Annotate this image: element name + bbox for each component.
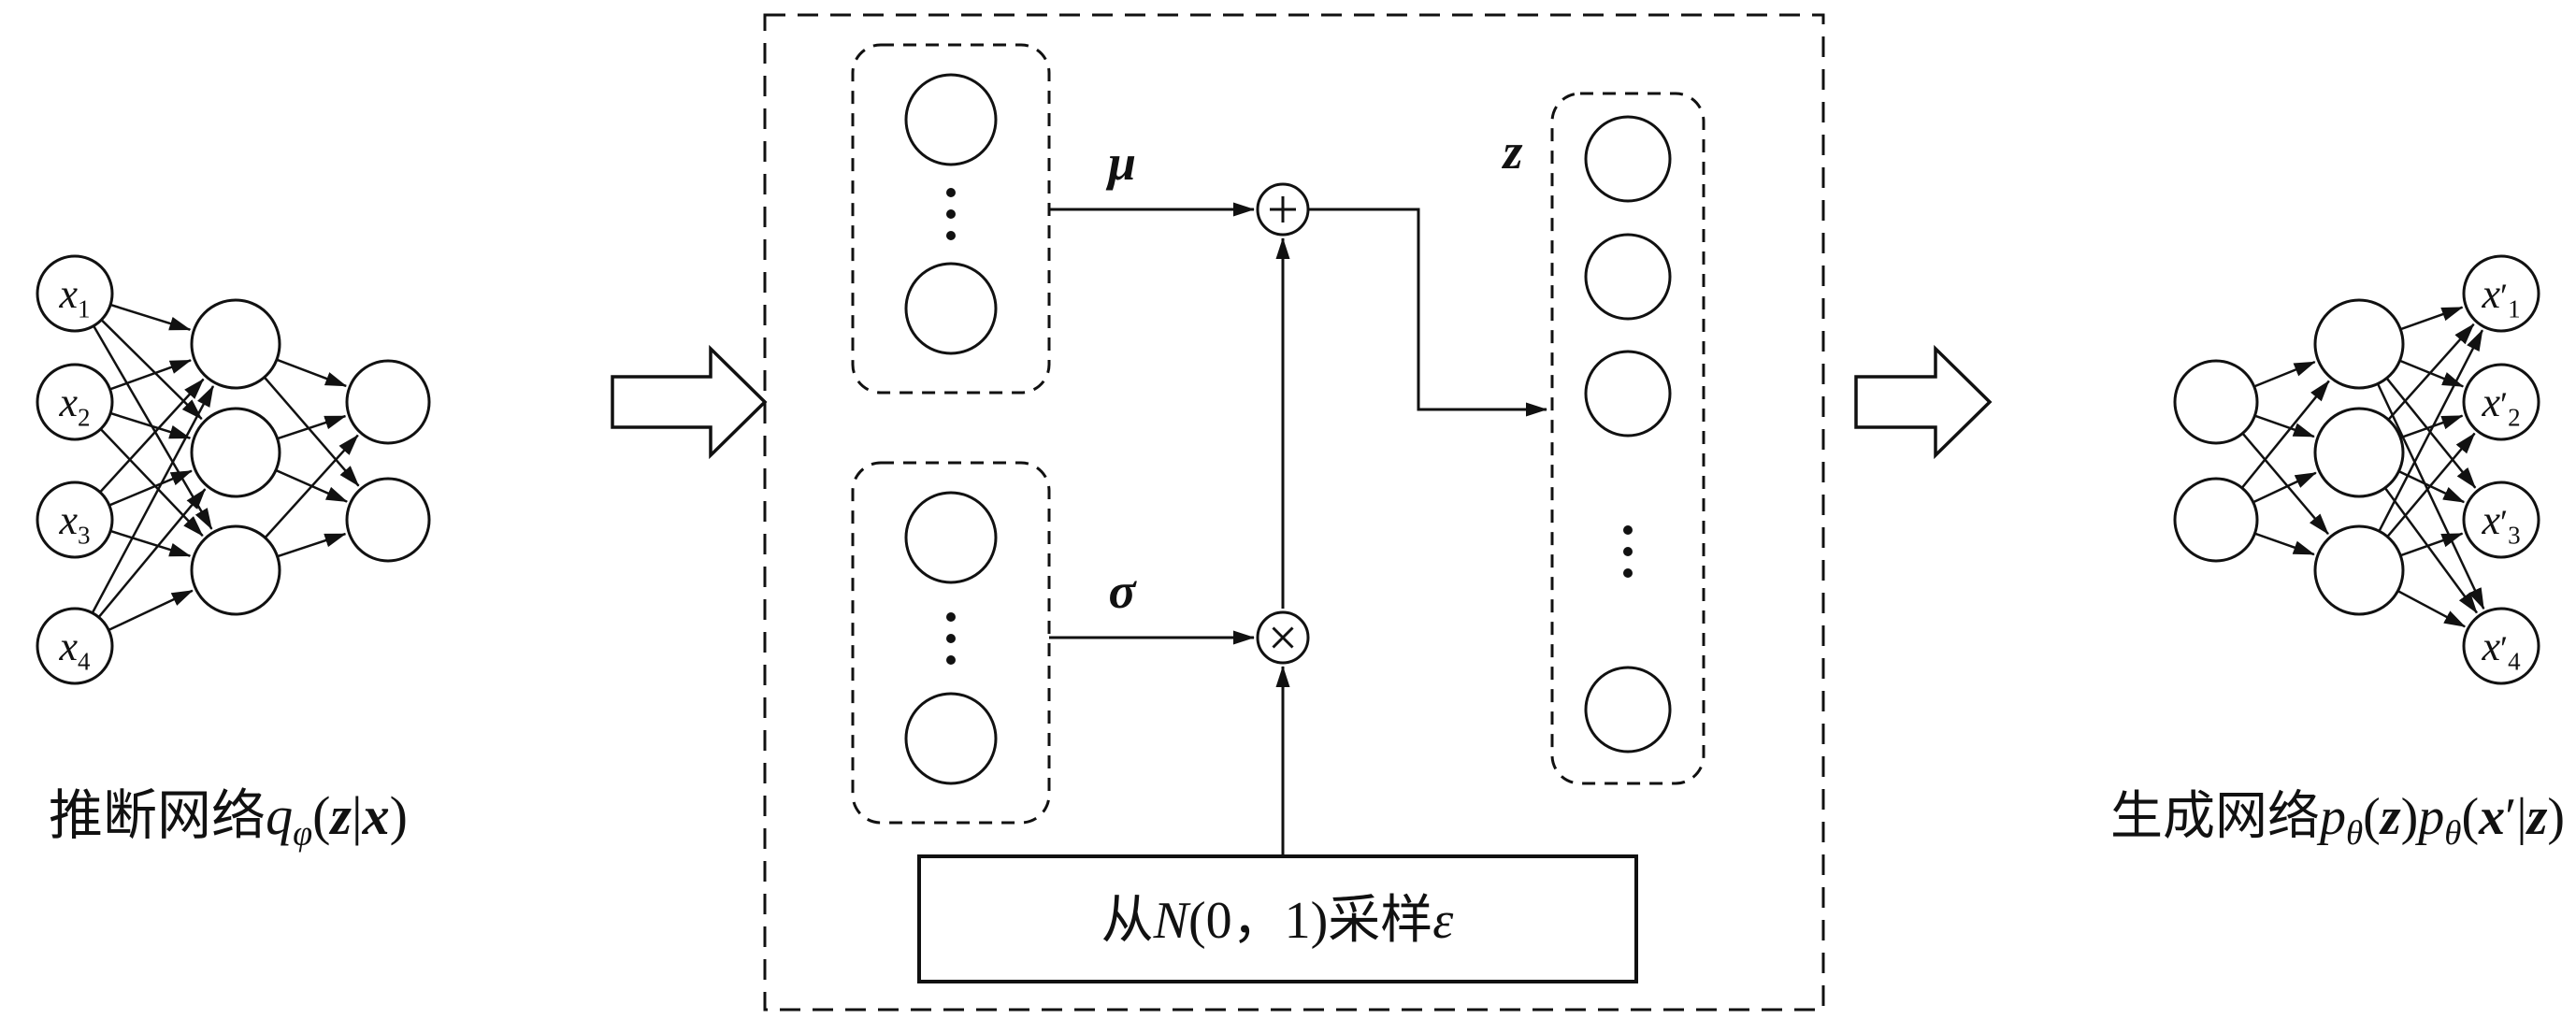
mu-node [904, 262, 998, 355]
flow-arrow-right-icon [1854, 344, 1993, 460]
generative-node [2462, 254, 2540, 333]
sigma-ellipsis-dot [946, 655, 956, 665]
inference-node [36, 607, 114, 685]
sigma-ellipsis-dot [946, 634, 956, 643]
z-ellipsis-dot [1623, 568, 1633, 578]
inference-node [190, 407, 281, 498]
generative-node-label: x′4 [2481, 624, 2521, 676]
inference-node [190, 298, 281, 390]
mu-node [904, 73, 998, 166]
inference-node [345, 359, 431, 445]
sigma-node [904, 491, 998, 584]
inference-node-label: x1 [58, 271, 90, 323]
z-label: z [1501, 123, 1522, 179]
inference-node-label: x4 [58, 624, 91, 676]
inference-node-label: x2 [58, 380, 90, 432]
generative-network-caption: 生成网络pθ(z)pθ(x′|z) [2110, 788, 2565, 853]
sigma-vector-group [851, 461, 1051, 825]
mu-label: μ [1105, 135, 1136, 191]
multiplier-node-glyph [1272, 626, 1294, 649]
inference-node [36, 254, 114, 333]
z-node [1584, 233, 1672, 321]
generative-node [2462, 363, 2540, 441]
generative-node [2173, 477, 2259, 563]
inference-node-label: x3 [58, 497, 90, 550]
inference-network-caption: 推断网络qφ(z|x) [49, 785, 408, 854]
generative-node-label: x′3 [2481, 497, 2520, 550]
generative-node [2173, 359, 2259, 445]
z-node [1584, 350, 1672, 438]
flow-arrow-left-icon [611, 344, 768, 460]
adder-to-z-arrow [1308, 208, 1547, 417]
mu-vector-group [851, 43, 1051, 395]
z-ellipsis-dot [1623, 547, 1633, 556]
generative-node-label: x′2 [2481, 380, 2520, 432]
inference-node [190, 524, 281, 616]
sample-box-label: 从N(0，1)采样ε [1101, 892, 1455, 950]
z-node [1584, 115, 1672, 203]
generative-node [2313, 524, 2405, 616]
inference-node [345, 477, 431, 563]
inference-node [36, 481, 114, 559]
generative-node [2462, 481, 2540, 559]
z-node [1584, 666, 1672, 753]
generative-node-label: x′1 [2481, 271, 2520, 323]
mu-ellipsis-dot [946, 188, 956, 197]
sigma-label: σ [1108, 563, 1137, 619]
sample-box [917, 854, 1638, 983]
inference-node [36, 363, 114, 441]
z-ellipsis-dot [1623, 525, 1633, 535]
generative-node [2313, 407, 2405, 498]
z-vector-group [1550, 92, 1705, 785]
generative-node [2313, 298, 2405, 390]
sigma-node [904, 692, 998, 785]
inference-edge [73, 385, 215, 647]
sigma-ellipsis-dot [946, 612, 956, 622]
mu-ellipsis-dot [946, 209, 956, 219]
mu-ellipsis-dot [946, 231, 956, 240]
reparameterization-box [763, 13, 1825, 1012]
generative-node [2462, 607, 2540, 685]
generative-edge [2357, 343, 2485, 610]
